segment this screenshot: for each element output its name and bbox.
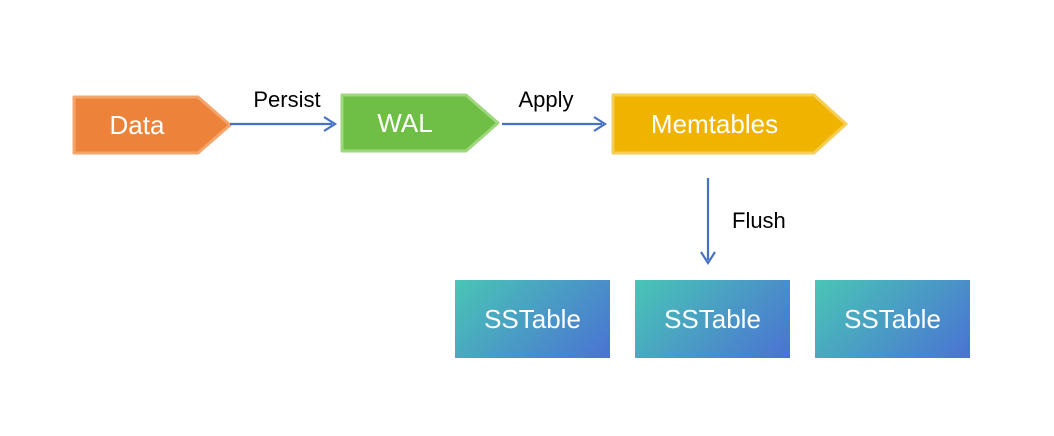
apply-arrow-icon [502,116,608,132]
apply-edge-label: Apply [518,87,574,112]
flush-arrow-icon [700,178,716,266]
chevron-shape-memtables [611,93,848,155]
node-sstable-2-label: SSTable [664,303,761,334]
chevron-shape-data [72,95,232,155]
node-memtables-label: Memtables [650,108,779,139]
node-sstable-3: SSTable [815,280,970,358]
persist-edge-label: Persist [253,87,321,112]
node-sstable-1-label: SSTable [484,303,581,334]
node-wal: WAL [340,93,500,153]
node-data-label: Data [109,109,165,140]
node-wal-label: WAL [377,107,433,138]
chevron-shape-wal [340,93,500,153]
node-sstable-2: SSTable [635,280,790,358]
node-data: Data [72,95,232,155]
node-sstable-3-label: SSTable [844,303,941,334]
node-memtables: Memtables [611,93,848,155]
node-sstable-1: SSTable [455,280,610,358]
flush-edge-label: Flush [732,208,786,233]
persist-arrow-icon [230,116,338,132]
